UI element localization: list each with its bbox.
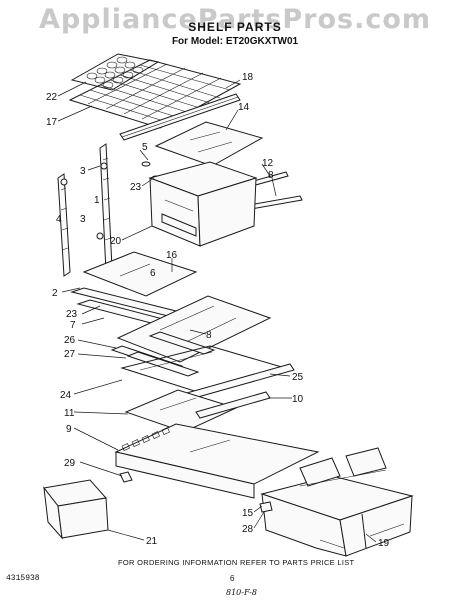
callout-5: 5	[142, 142, 148, 153]
callout-25: 25	[292, 372, 304, 383]
egg-tray	[70, 53, 160, 91]
callout-12: 12	[262, 158, 274, 169]
callout-6: 6	[150, 268, 156, 279]
callout-16: 16	[166, 250, 178, 261]
callout-15: 15	[242, 508, 254, 519]
callout-29: 29	[64, 458, 76, 469]
callout-19: 19	[378, 538, 390, 549]
page-number: 6	[230, 574, 235, 583]
callout-8b: 8	[206, 330, 212, 341]
callout-10: 10	[292, 394, 304, 405]
callout-22: 22	[46, 92, 58, 103]
callout-20: 20	[110, 236, 122, 247]
callout-18: 18	[242, 72, 254, 83]
shelf-rail	[119, 93, 241, 141]
handwritten-code: 810-F-8	[226, 588, 257, 597]
callout-7: 7	[70, 320, 76, 331]
callout-4: 4	[56, 214, 62, 225]
callout-3b: 3	[80, 214, 86, 225]
callout-labels: 22 17 18 14 5 3 23 12 8 1 4 3 20 16 6 2 …	[46, 72, 390, 549]
ordering-note: FOR ORDERING INFORMATION REFER TO PARTS …	[118, 558, 355, 567]
model-label: For Model: ET20GKXTW01	[171, 36, 299, 47]
callout-17: 17	[46, 117, 58, 128]
callout-3a: 3	[80, 166, 86, 177]
callout-23a: 23	[130, 182, 142, 193]
shelf-ladders	[57, 143, 113, 277]
diagram-title: SHELF PARTS	[188, 20, 282, 34]
crisper-drawers	[259, 447, 414, 557]
callout-1: 1	[94, 195, 100, 206]
meat-drawer	[148, 161, 258, 247]
callout-11: 11	[64, 408, 75, 419]
callout-23b: 23	[66, 309, 78, 320]
glass-shelf-upper	[154, 121, 264, 167]
wire-shelf	[68, 59, 242, 129]
callout-28: 28	[242, 524, 254, 535]
callout-14: 14	[238, 102, 250, 113]
callout-8a: 8	[268, 170, 274, 181]
callout-21: 21	[146, 536, 158, 547]
doc-number: 4315938	[6, 574, 40, 583]
dairy-bin	[43, 479, 109, 540]
leader-lines	[57, 79, 377, 543]
crisper-cover	[114, 423, 320, 499]
callout-2: 2	[52, 288, 58, 299]
callout-27: 27	[64, 349, 76, 360]
watermark: AppliancePartsPros.com	[38, 4, 432, 35]
callout-24: 24	[60, 390, 72, 401]
callout-26: 26	[64, 335, 76, 346]
callout-9: 9	[66, 424, 72, 435]
